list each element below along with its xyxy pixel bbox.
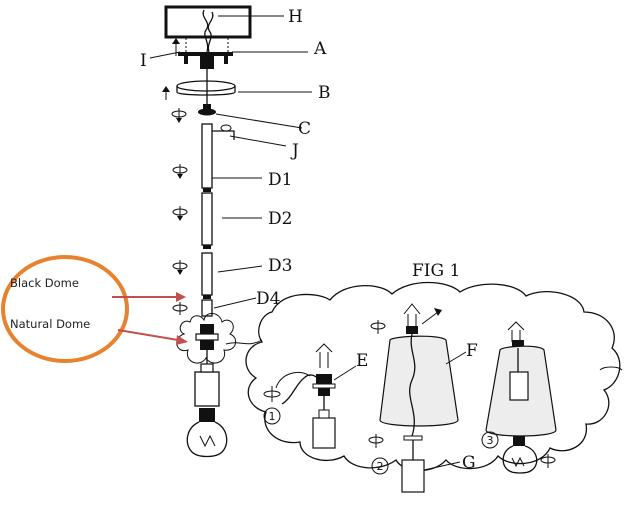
label-h: H (288, 7, 303, 27)
fig1-cloud-outline (245, 281, 621, 472)
pointer-arrow-natural-dome (117, 329, 188, 345)
fig1-step3-pendant (485, 321, 557, 474)
bulb-left (186, 408, 228, 458)
fig1-step1-assembly (263, 343, 357, 449)
label-e: E (356, 351, 368, 371)
svg-text:2: 2 (377, 460, 384, 473)
lamp-socket-left (194, 324, 220, 407)
collar-c (171, 104, 303, 129)
hook-j (212, 124, 287, 147)
svg-text:3: 3 (487, 434, 494, 447)
figure-title: FIG 1 (412, 261, 460, 281)
note-natural-dome: Natural Dome (10, 317, 90, 331)
fig1-shade-right-edge (599, 366, 623, 371)
rod-d1 (172, 123, 262, 192)
step-2-marker: 2 (371, 457, 389, 475)
rod-d4 (172, 297, 257, 317)
label-b: B (318, 83, 331, 103)
label-d3: D3 (268, 256, 292, 276)
label-c: C (298, 119, 311, 139)
rod-d3 (172, 252, 263, 299)
rod-d2 (172, 192, 262, 249)
highlight-ring (1, 255, 129, 363)
canopy-b (162, 80, 312, 100)
note-black-dome: Black Dome (10, 276, 79, 290)
label-f: F (466, 341, 478, 361)
crossbar-a (178, 51, 308, 69)
step-1-marker: 1 (263, 407, 281, 425)
label-g: G (462, 453, 476, 473)
junction-box-h (164, 5, 284, 53)
label-d4: D4 (256, 289, 280, 309)
label-a: A (313, 39, 327, 59)
step-3-marker: 3 (481, 431, 499, 449)
svg-text:1: 1 (269, 410, 276, 423)
label-i: I (140, 51, 147, 71)
fig1-shade-f (368, 303, 467, 493)
mounting-screws-i (149, 38, 229, 59)
label-d2: D2 (268, 209, 292, 229)
label-j: J (290, 141, 299, 161)
pointer-arrow-black-dome (112, 292, 186, 302)
label-d1: D1 (268, 170, 292, 190)
